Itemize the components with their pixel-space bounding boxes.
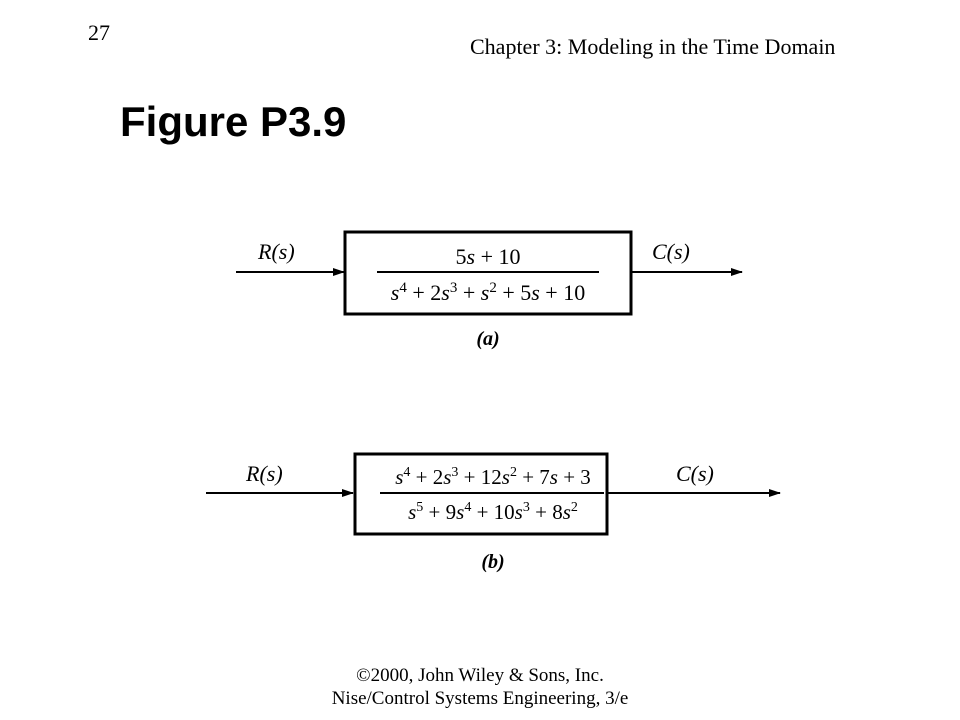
diagram-b: R(s) s4 + 2s3 + 12s2 + 7s + 3 s5 + 9s4 +…: [206, 452, 781, 573]
caption-b: (b): [481, 551, 504, 573]
input-label-a: R(s): [257, 239, 295, 264]
denominator-a: s4 + 2s3 + s2 + 5s + 10: [391, 280, 585, 305]
output-label-a: C(s): [652, 239, 690, 264]
figure-title: Figure P3.9: [120, 98, 347, 145]
input-label-b: R(s): [245, 461, 283, 486]
copyright-line: ©2000, John Wiley & Sons, Inc.: [356, 665, 604, 686]
numerator-a: 5s + 10: [456, 244, 521, 269]
chapter-title: Chapter 3: Modeling in the Time Domain: [470, 34, 836, 59]
output-label-b: C(s): [676, 461, 714, 486]
denominator-b: s5 + 9s4 + 10s3 + 8s2: [408, 500, 578, 524]
diagram-a: R(s) 5s + 10 s4 + 2s3 + s2 + 5s + 10 C(s…: [236, 230, 743, 350]
numerator-b: s4 + 2s3 + 12s2 + 7s + 3: [395, 465, 591, 489]
footer: ©2000, John Wiley & Sons, Inc. Nise/Cont…: [0, 664, 960, 710]
page-number: 27: [88, 20, 110, 45]
book-line: Nise/Control Systems Engineering, 3/e: [331, 688, 629, 709]
caption-a: (a): [476, 328, 499, 350]
